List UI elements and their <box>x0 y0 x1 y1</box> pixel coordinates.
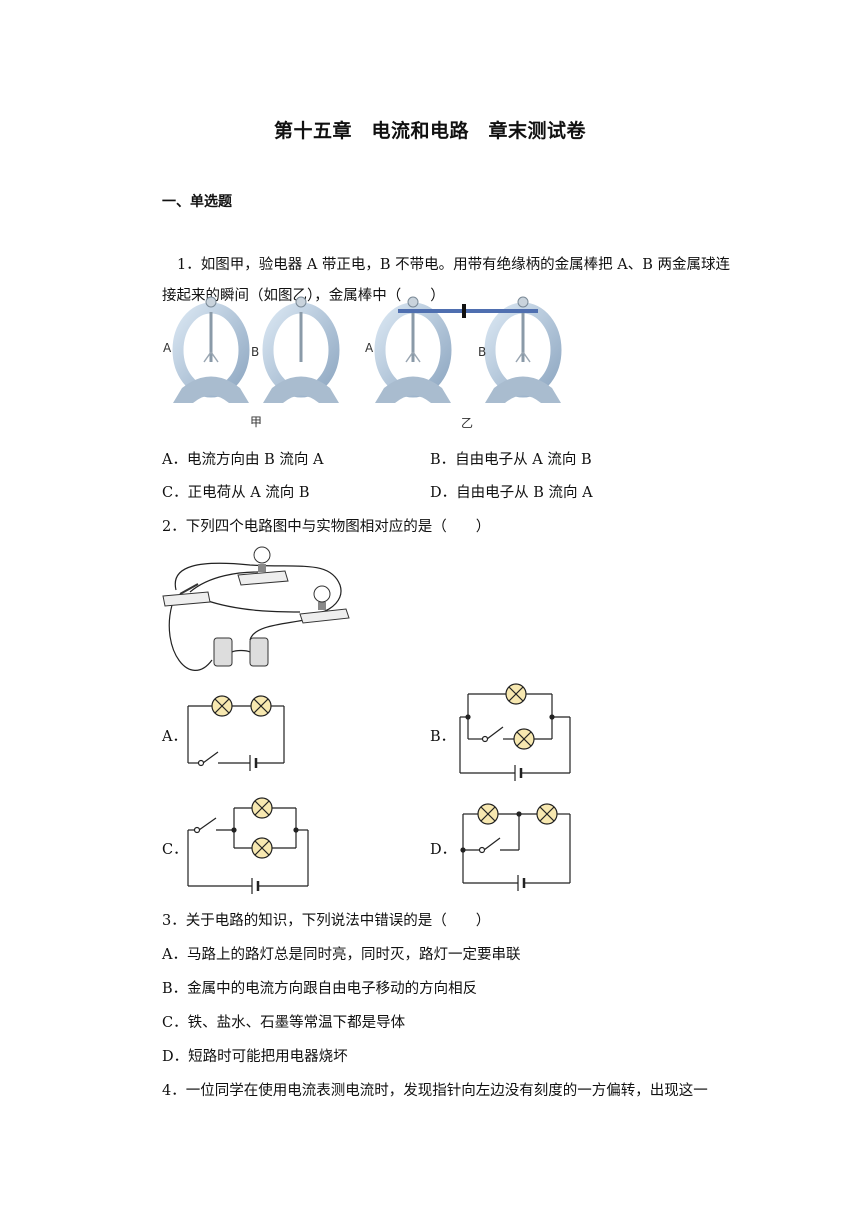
q1-option-a[interactable]: A．电流方向由 B 流向 A <box>162 452 324 468</box>
q3-option-d[interactable]: D．短路时可能把用电器烧坏 <box>162 1049 348 1065</box>
circuit-c <box>187 797 309 894</box>
real-batteries <box>213 637 269 667</box>
q4-stem: 4．一位同学在使用电流表测电流时，发现指针向左边没有刻度的一方偏转，出现这一 <box>162 1083 708 1099</box>
electroscope-b-jia <box>262 296 340 403</box>
q1-stem-line2: 接起来的瞬间（如图乙），金属棒中（ ） <box>162 288 445 304</box>
q2-stem: 2．下列四个电路图中与实物图相对应的是（ ） <box>162 519 491 535</box>
q2-option-b-label[interactable]: B． <box>430 729 456 745</box>
electroscope-a-jia <box>172 296 250 403</box>
q1-option-d[interactable]: D．自由电子从 B 流向 A <box>430 485 593 501</box>
page-title: 第十五章 电流和电路 章末测试卷 <box>273 120 586 142</box>
fig-label-a: A <box>163 341 172 355</box>
q1-stem-line1: 1．如图甲，验电器 A 带正电，B 不带电。用带有绝缘柄的金属棒把 A、B 两金… <box>177 257 731 273</box>
electroscope-b-yi <box>484 296 562 403</box>
metal-rod <box>398 304 538 318</box>
electroscope-a-yi <box>374 296 452 403</box>
q2-option-c-label[interactable]: C． <box>162 842 188 858</box>
fig-label-b-2: B <box>478 345 486 359</box>
q1-option-c[interactable]: C．正电荷从 A 流向 B <box>162 485 310 501</box>
q3-option-a[interactable]: A．马路上的路灯总是同时亮，同时灭，路灯一定要串联 <box>162 947 521 963</box>
q2-option-a-label[interactable]: A． <box>162 729 187 745</box>
circuit-d <box>460 803 571 891</box>
q3-stem: 3．关于电路的知识，下列说法中错误的是（ ） <box>162 913 491 929</box>
fig-label-a-2: A <box>365 341 374 355</box>
q3-option-c[interactable]: C．铁、盐水、石墨等常温下都是导体 <box>162 1015 406 1031</box>
q2-option-d-label[interactable]: D． <box>430 842 457 858</box>
real-bulb-2 <box>299 585 350 624</box>
caption-yi: 乙 <box>461 416 473 430</box>
q1-option-b[interactable]: B．自由电子从 A 流向 B <box>430 452 592 468</box>
q3-option-b[interactable]: B．金属中的电流方向跟自由电子移动的方向相反 <box>162 981 478 997</box>
fig-label-b: B <box>251 345 259 359</box>
circuit-b <box>459 683 571 781</box>
section-heading: 一、单选题 <box>162 194 232 210</box>
circuit-a <box>187 695 285 771</box>
real-bulb-1 <box>237 546 289 586</box>
caption-jia: 甲 <box>250 415 262 429</box>
real-switch <box>162 583 211 607</box>
